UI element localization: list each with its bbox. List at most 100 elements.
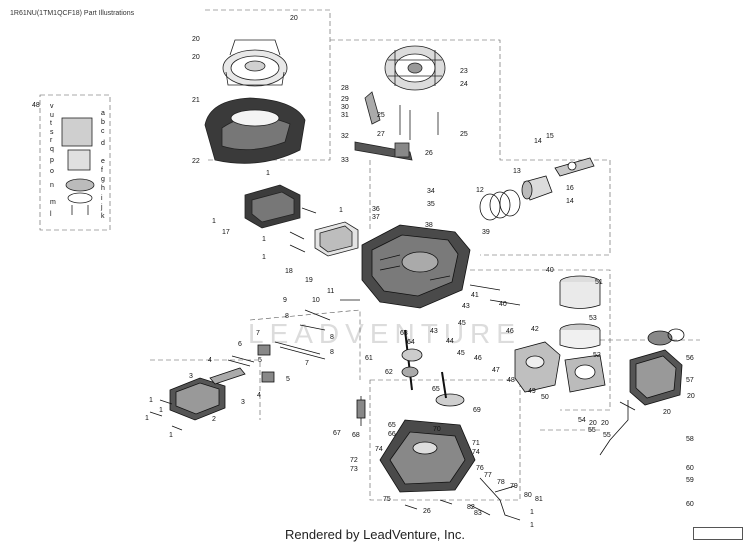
callout-65: 65 [432,386,440,393]
callout-77: 77 [484,472,492,479]
callout-39: 39 [482,229,490,236]
callout-1: 1 [262,254,266,261]
callout-78: 78 [497,479,505,486]
callout-8: 8 [285,313,289,320]
callout-45: 45 [458,320,466,327]
callout-43: 43 [462,303,470,310]
engine-block [361,224,471,309]
callout-v: v [50,103,54,110]
callout-20: 20 [290,15,298,22]
push-rods [274,341,326,360]
callout-68: 68 [352,432,360,439]
callout-35: 35 [427,201,435,208]
callout-1: 1 [145,415,149,422]
camshaft-gear [435,371,465,407]
air-filter [314,221,359,257]
callout-21: 21 [192,97,200,104]
callout-n: n [50,182,54,189]
callout-36: 36 [372,206,380,213]
callout-o: o [50,168,54,175]
callout-h: h [101,185,105,192]
callout-76: 76 [476,465,484,472]
callout-82: 82 [467,504,475,511]
piston [521,175,553,201]
callout-20: 20 [192,54,200,61]
callout-11: 11 [327,288,335,295]
callout-48: 48 [507,377,515,384]
callout-55: 55 [588,427,596,434]
callout-58: 58 [686,436,694,443]
callout-14: 14 [534,138,542,145]
callout-1: 1 [266,170,270,177]
callout-34: 34 [427,188,435,195]
fuel-line [599,400,636,456]
callout-52: 52 [593,352,601,359]
callout-64: 64 [407,339,415,346]
callout-c: c [101,128,105,135]
callout-72: 72 [350,457,358,464]
callout-8: 8 [330,334,334,341]
callout-s: s [50,129,54,136]
piston-rings [479,189,521,221]
callout-29: 29 [341,96,349,103]
callout-40: 40 [499,301,507,308]
callout-17: 17 [222,229,230,236]
callout-15: 15 [546,133,554,140]
callout-56: 56 [686,355,694,362]
callout-59: 59 [686,477,694,484]
callout-41: 41 [471,292,479,299]
callout-r: r [50,137,53,144]
callout-40: 40 [546,267,554,274]
carburetor-detail [61,117,95,215]
crankcase-cover [379,419,476,493]
callout-46: 46 [474,355,482,362]
callout-33: 33 [341,157,349,164]
callout-b: b [101,119,105,126]
rocker-arms [209,344,275,385]
callout-53: 53 [589,315,597,322]
watermark: LEADVENTURE [248,318,521,349]
callout-4: 4 [208,357,212,364]
callout-k: k [101,213,105,220]
callout-38: 38 [425,222,433,229]
blower-shroud [204,97,306,164]
page-title: 1R61NU(1TM1QCF18) Part Illustrations [10,10,135,17]
callout-14: 14 [566,198,574,205]
callout-f: f [101,167,103,174]
footer-credit: Rendered by LeadVenture, Inc. [285,527,465,542]
callout-l: l [50,211,52,218]
callout-60: 60 [686,465,694,472]
callout-7: 7 [305,360,309,367]
air-cleaner-assembly [559,275,606,393]
callout-80: 80 [524,492,532,499]
callout-71: 71 [472,440,480,447]
callout-20: 20 [663,409,671,416]
callout-m: m [50,199,56,206]
callout-42: 42 [531,326,539,333]
callout-81: 81 [535,496,543,503]
callout-i: i [101,195,103,202]
callout-g: g [101,176,105,183]
callout-55: 55 [603,432,611,439]
callout-24: 24 [460,81,468,88]
callout-20: 20 [192,36,200,43]
callout-u: u [50,112,54,119]
callout-10: 10 [312,297,320,304]
callout-28: 28 [341,85,349,92]
callout-30: 30 [341,104,349,111]
callout-1: 1 [339,207,343,214]
corner-box [693,527,743,540]
callout-67: 67 [333,430,341,437]
callout-83: 83 [474,510,482,517]
callout-43: 43 [430,328,438,335]
oil-sensor [356,396,366,426]
callout-63: 63 [400,330,408,337]
callout-50: 50 [541,394,549,401]
callout-3: 3 [241,399,245,406]
callout-7: 7 [256,330,260,337]
valve-cover [169,377,226,421]
callout-48: 48 [32,102,40,109]
callout-54: 54 [578,417,586,424]
callout-61: 61 [365,355,373,362]
fuel-tank [629,328,685,406]
